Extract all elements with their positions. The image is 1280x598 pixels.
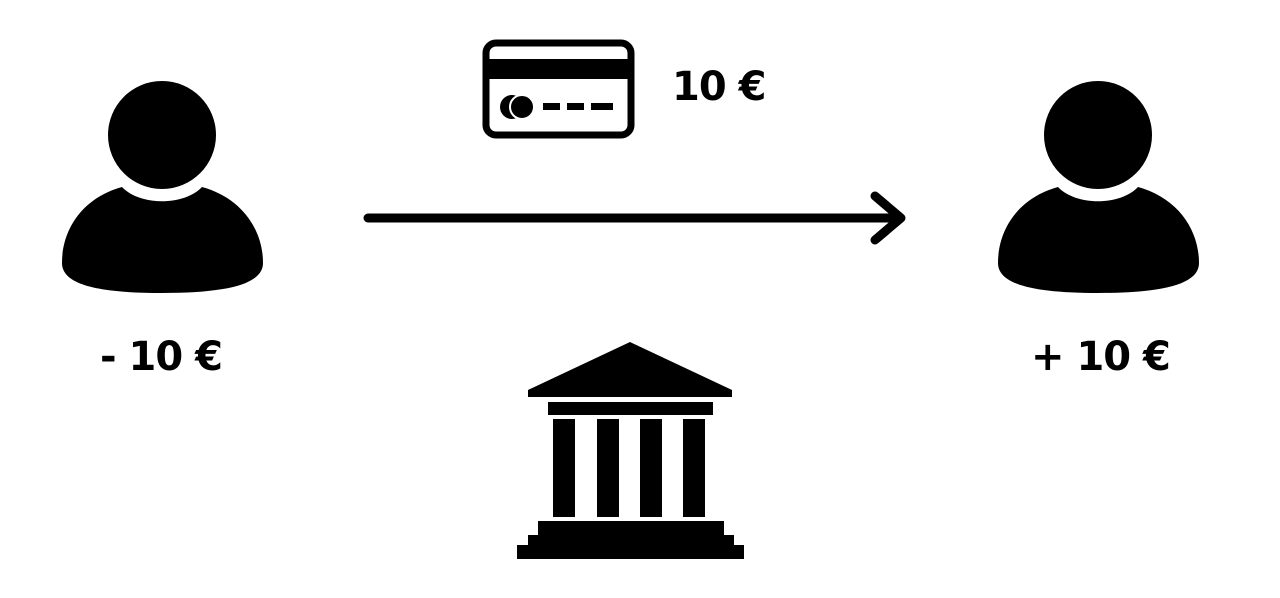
credit-card-icon (482, 39, 635, 139)
recipient-node: + 10 € (996, 80, 1201, 380)
transfer-arrow (363, 191, 906, 245)
payment-amount: 10 € (672, 64, 766, 110)
recipient-person-icon (998, 81, 1199, 293)
sender-node: - 10 € (60, 80, 265, 380)
bank-icon (517, 342, 744, 559)
recipient-amount: + 10 € (1031, 334, 1171, 380)
sender-amount: - 10 € (100, 334, 223, 380)
sender-person-icon (62, 81, 263, 293)
